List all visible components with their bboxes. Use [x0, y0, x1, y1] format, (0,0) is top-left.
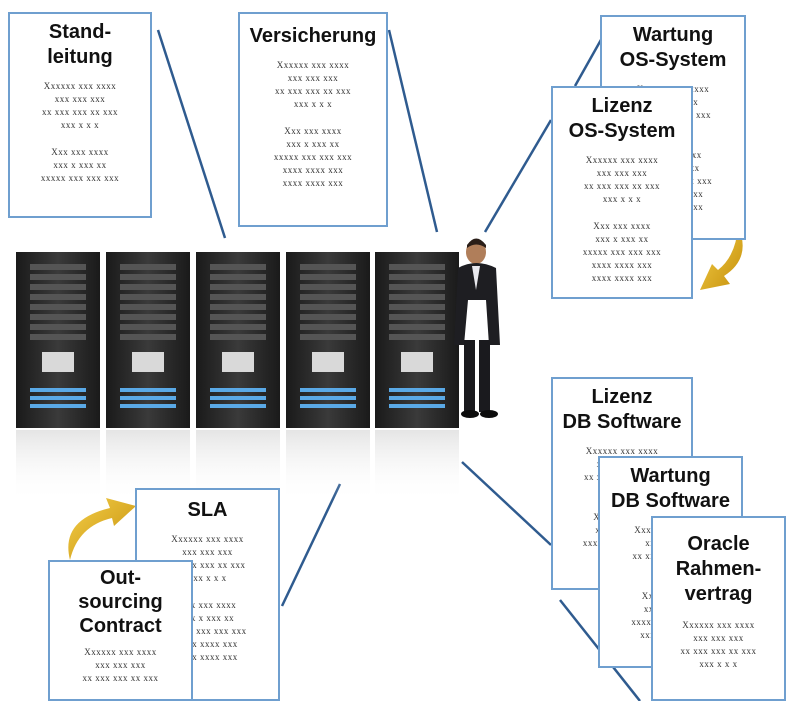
server-rack-3: [196, 252, 280, 502]
placeholder-line: xxx x xxx xx: [286, 139, 340, 149]
placeholder-line: Xxxxxx xxx xxxx: [585, 155, 659, 165]
placeholder-text: Xxxxxx xxx xxxx xxx xxx xxx xx xxx xxx xx …: [137, 533, 278, 664]
placeholder-line: xx xxx xxx xx xxx: [584, 181, 660, 191]
placeholder-line: xxx x x x: [602, 194, 642, 204]
text-gap: [240, 111, 386, 125]
title-line: Lizenz: [591, 386, 653, 408]
title-line: vertrag: [684, 583, 753, 605]
placeholder-text: Xxxxxx xxx xxxx xxx xxx xxx xx xxx xxx xx …: [50, 646, 191, 685]
server-rack-5: [375, 252, 459, 502]
placeholder-line: Xxxxxx xxx xxxx: [171, 534, 244, 544]
placeholder-line: xxxx xxxx xxx: [282, 178, 344, 188]
document-title: SLA: [137, 498, 278, 523]
placeholder-line: Xxxxxx xxx xxxx: [682, 620, 755, 630]
document-title: Lizenz DB Software: [553, 385, 691, 435]
document-outsourcing-contract: Out- sourcing Contract Xxxxxx xxx xxxx xx…: [48, 560, 193, 701]
placeholder-line: xxx xxx xxx: [182, 547, 233, 557]
server-rack-4: [286, 252, 370, 502]
placeholder-text: Xxxxxx xxx xxxx xxx xxx xxx xx xxx xxx xx …: [653, 619, 784, 671]
document-title: Stand- leitung: [10, 20, 150, 70]
connector-standleitung: [156, 29, 227, 239]
placeholder-line: xxxx xxxx xxx: [282, 165, 344, 175]
placeholder-text: Xxxxxx xxx xxxx xxx xxx xxx xx xxx xxx xx …: [553, 154, 691, 285]
placeholder-line: xxxxx xxx xxx xxx: [582, 247, 662, 257]
placeholder-line: xxxxx xxx xxx xxx: [168, 626, 247, 636]
placeholder-line: xxxx xxxx xxx: [177, 652, 238, 662]
title-line: Lizenz: [591, 95, 653, 117]
placeholder-line: xxxx xxxx xxx: [591, 273, 653, 283]
placeholder-line: xxx x x x: [293, 99, 333, 109]
placeholder-line: xxx x xxx xx: [180, 613, 235, 623]
title-line: Contract: [79, 615, 162, 637]
placeholder-line: Xxx xxx xxxx: [284, 126, 342, 136]
title-line: Versicherung: [249, 25, 377, 47]
connector-lizenz-db: [461, 461, 552, 546]
connector-sla: [280, 483, 342, 607]
document-oracle-rahmenvertrag: Oracle Rahmen- vertrag Xxxxxx xxx xxxx xx…: [651, 516, 786, 701]
placeholder-text: Xxxxxx xxx xxxx xxx xxx xxx xx xxx xxx xx …: [240, 59, 386, 190]
title-line: leitung: [47, 46, 113, 68]
placeholder-line: xx xxx xxx xx xxx: [82, 673, 159, 683]
document-title: Out- sourcing Contract: [50, 566, 191, 638]
placeholder-line: xxxx xxxx xxx: [591, 260, 653, 270]
placeholder-line: Xxxxxx xxx xxxx: [585, 446, 659, 456]
title-line: DB Software: [562, 411, 682, 433]
document-title: Lizenz OS-System: [553, 94, 691, 144]
text-gap: [553, 206, 691, 220]
placeholder-line: Xxx xxx xxxx: [593, 221, 651, 231]
placeholder-line: xxx x x x: [60, 120, 100, 130]
placeholder-line: xxx xxx xxx: [54, 94, 106, 104]
placeholder-line: xxx xxx xxx: [287, 73, 339, 83]
title-line: DB Software: [611, 490, 730, 512]
placeholder-line: xxx xxx xxx: [596, 168, 648, 178]
curved-arrow-os: [700, 226, 743, 290]
placeholder-line: xxx x x x: [699, 659, 738, 669]
document-title: Versicherung: [240, 24, 386, 49]
title-line: Wartung: [632, 24, 714, 46]
placeholder-line: xx xxx xxx xx xxx: [680, 646, 757, 656]
placeholder-line: xx xxx xxx xx xxx: [275, 86, 351, 96]
placeholder-line: xxxxx xxx xxx xxx: [40, 173, 120, 183]
placeholder-line: Xxx xxx xxxx: [51, 147, 109, 157]
text-gap: [10, 132, 150, 146]
document-title: Wartung DB Software: [600, 464, 741, 514]
curved-arrow-outsourcing: [68, 498, 136, 560]
person-figure: [454, 238, 500, 418]
title-line: Stand-: [48, 21, 112, 43]
placeholder-line: xxx x x x: [188, 573, 227, 583]
document-standleitung: Stand- leitung Xxxxxx xxx xxxx xxx xxx xx…: [8, 12, 152, 218]
server-racks: [16, 252, 459, 502]
title-line: Out-: [99, 567, 142, 589]
placeholder-line: Xxxxxx xxx xxxx: [43, 81, 117, 91]
placeholder-line: xxxx xxxx xxx: [177, 639, 238, 649]
title-line: Oracle: [687, 533, 750, 555]
title-line: sourcing: [78, 591, 163, 613]
title-line: OS-System: [568, 120, 676, 142]
document-lizenz-os-system: Lizenz OS-System Xxxxxx xxx xxxx xxx xxx …: [551, 86, 693, 299]
placeholder-line: xxx x xxx xx: [595, 234, 649, 244]
placeholder-line: xxx x xxx xx: [53, 160, 107, 170]
connector-versicherung: [387, 29, 439, 233]
placeholder-line: xx xxx xxx xx xxx: [169, 560, 246, 570]
placeholder-line: xxxxx xxx xxx xxx: [273, 152, 353, 162]
document-versicherung: Versicherung Xxxxxx xxx xxxx xxx xxx xxx x…: [238, 12, 388, 227]
placeholder-line: Xxx xxx xxxx: [178, 600, 237, 610]
placeholder-text: Xxxxxx xxx xxxx xxx xxx xxx xx xxx xxx xx …: [10, 80, 150, 185]
placeholder-line: Xxxxxx xxx xxxx: [276, 60, 350, 70]
document-title: Wartung OS-System: [602, 23, 744, 73]
server-rack-2: [106, 252, 190, 502]
title-line: Rahmen-: [675, 558, 762, 580]
connector-wartung-os: [573, 37, 604, 87]
placeholder-line: xx xxx xxx xx xxx: [42, 107, 118, 117]
server-rack-1: [16, 252, 100, 502]
title-line: Wartung: [630, 465, 711, 487]
placeholder-line: xxx xxx xxx: [693, 633, 744, 643]
placeholder-line: xxx xxx xxx: [95, 660, 146, 670]
connector-lizenz-os: [483, 119, 553, 233]
placeholder-line: Xxxxxx xxx xxxx: [84, 647, 157, 657]
document-title: Oracle Rahmen- vertrag: [653, 532, 784, 607]
title-line: SLA: [187, 499, 228, 521]
title-line: OS-System: [619, 49, 727, 71]
